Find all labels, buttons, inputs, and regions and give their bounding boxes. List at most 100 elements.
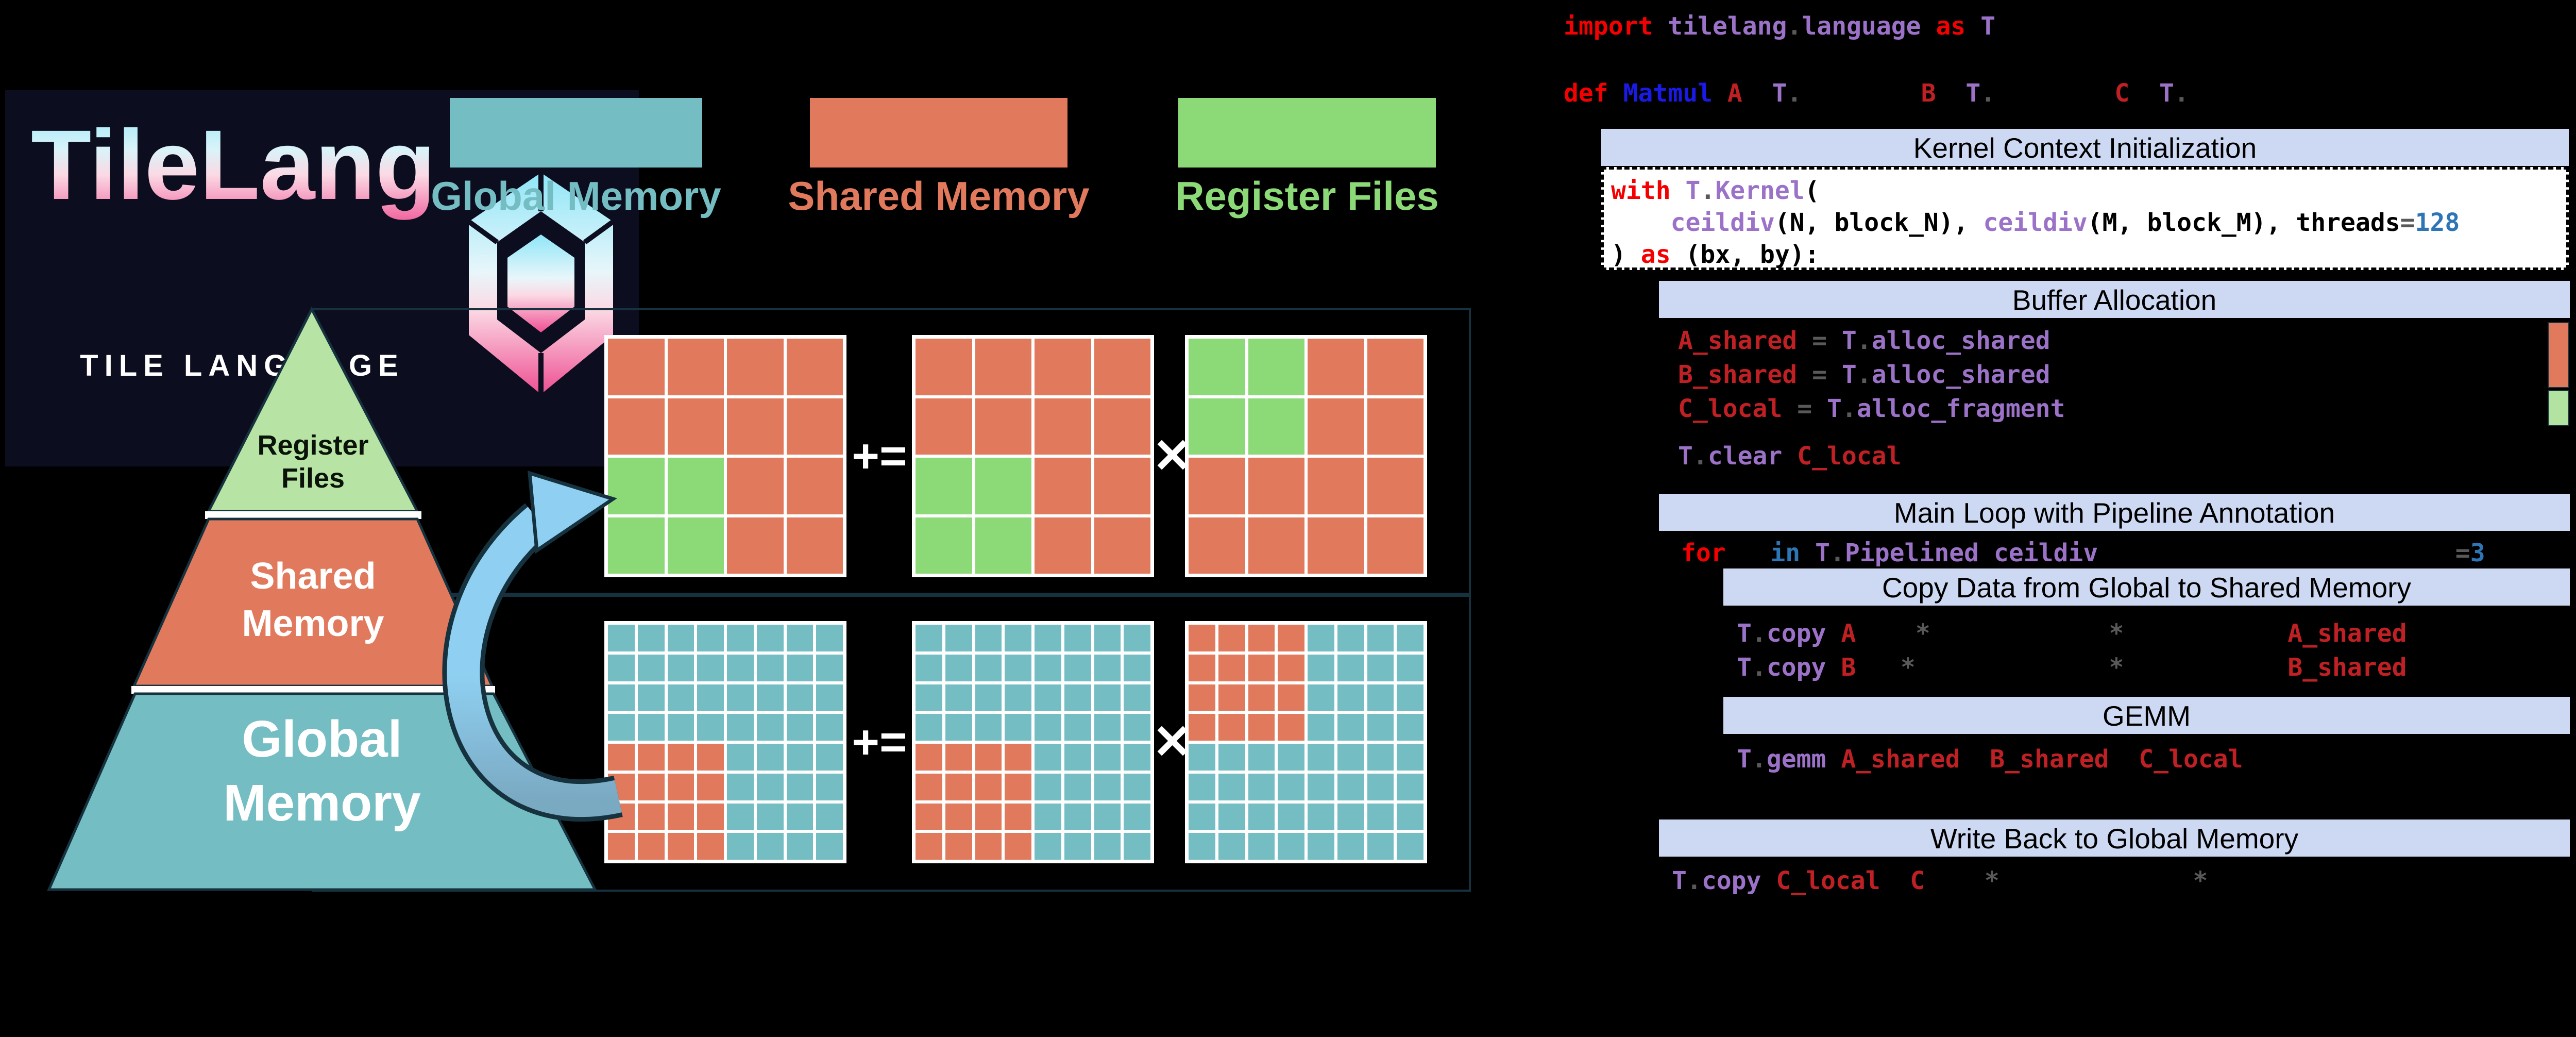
matrix-cell <box>1218 684 1245 711</box>
matrix-cell <box>637 684 665 711</box>
matrix-cell <box>975 517 1031 574</box>
section-header-kernel: Kernel Context Initialization <box>1601 129 2569 166</box>
matrix-cell <box>975 654 1002 681</box>
matrix-cell <box>1397 654 1423 681</box>
matrix-cell <box>1064 625 1091 651</box>
matrix-cell <box>1094 803 1121 830</box>
matrix-cell <box>1248 684 1275 711</box>
code-line-wb1: with T.Kernel( <box>1611 176 1820 205</box>
matrix-cell <box>1337 625 1364 651</box>
matrix-cell <box>756 684 784 711</box>
matrix-cell <box>727 654 754 681</box>
matrix-cell <box>1308 458 1364 514</box>
section-header-mainloop: Main Loop with Pipeline Annotation <box>1659 494 2570 531</box>
matrix-cell <box>727 684 754 711</box>
matrix-cell <box>1005 773 1031 800</box>
matrix-cell <box>697 684 724 711</box>
code-line-for: for k in T.Pipelined(ceildiv(K, block_K)… <box>1681 539 2515 567</box>
matrix-cell <box>1189 803 1215 830</box>
matrix-cell <box>1248 803 1275 830</box>
matrix-cell <box>916 339 972 395</box>
matrix-cell <box>667 714 694 741</box>
copy-loop-arrow <box>442 471 623 822</box>
matrix-cell <box>1005 714 1031 741</box>
matrix-cell <box>1189 625 1215 651</box>
matrix-cell <box>1248 833 1275 860</box>
logo-title: TileLang <box>31 101 459 229</box>
matrix-cell <box>1248 398 1304 455</box>
matrix-cell <box>916 517 972 574</box>
matrix-cell <box>916 398 972 455</box>
matrix-cell <box>1308 773 1334 800</box>
matrix-grid-bottom_a <box>912 621 1154 863</box>
matrix-cell <box>1367 744 1394 771</box>
matrix-cell <box>945 803 972 830</box>
matrix-cell <box>1248 773 1275 800</box>
matrix-cell <box>1094 398 1150 455</box>
matrix-cell <box>1005 744 1031 771</box>
matrix-cell <box>1367 833 1394 860</box>
matrix-cell <box>608 625 635 651</box>
matrix-cell <box>1308 339 1364 395</box>
matrix-cell <box>1094 714 1121 741</box>
matrix-cell <box>1308 684 1334 711</box>
matrix-cell <box>1308 833 1334 860</box>
matrix-cell <box>1005 625 1031 651</box>
matrix-cell <box>608 714 635 741</box>
matrix-cell <box>1337 833 1364 860</box>
matrix-cell <box>975 458 1031 514</box>
matrix-cell <box>1094 517 1150 574</box>
matrix-cell <box>916 684 942 711</box>
matrix-cell <box>1367 654 1394 681</box>
matrix-cell <box>816 833 843 860</box>
matrix-cell <box>667 458 724 514</box>
matrix-cell <box>945 714 972 741</box>
matrix-cell <box>1278 654 1304 681</box>
matrix-cell <box>608 654 635 681</box>
matrix-cell <box>975 803 1002 830</box>
matrix-cell <box>1278 714 1304 741</box>
matrix-cell <box>1189 398 1245 455</box>
matrix-cell <box>1189 684 1215 711</box>
matrix-cell <box>1397 803 1423 830</box>
matrix-cell <box>667 398 724 455</box>
matrix-cell <box>1005 833 1031 860</box>
section-header-buffer: Buffer Allocation <box>1659 281 2570 318</box>
section-header-gemm: GEMM <box>1723 697 2570 734</box>
matrix-cell <box>1189 339 1245 395</box>
matrix-cell <box>1308 714 1334 741</box>
code-line-alloc_a: A_shared = T.alloc_shared([block_M, bloc… <box>1678 326 2452 355</box>
code-line-clear: T.clear(C_local) <box>1678 442 1917 471</box>
matrix-cell <box>1035 803 1061 830</box>
matrix-cell <box>1124 773 1150 800</box>
matrix-cell <box>1035 714 1061 741</box>
matrix-cell <box>1189 773 1215 800</box>
memory-pyramid <box>47 306 623 891</box>
matrix-cell <box>945 625 972 651</box>
matrix-cell <box>1064 773 1091 800</box>
matrix-cell <box>1124 744 1150 771</box>
matrix-cell <box>697 625 724 651</box>
section-header-copydata: Copy Data from Global to Shared Memory <box>1723 568 2570 606</box>
matrix-cell <box>697 833 724 860</box>
matrix-cell <box>816 654 843 681</box>
matrix-cell <box>945 744 972 771</box>
matrix-cell <box>786 398 843 455</box>
code-line-wb2: ceildiv(N, block_N), ceildiv(M, block_M)… <box>1670 208 2460 237</box>
matrix-cell <box>727 803 754 830</box>
legend-swatch-1 <box>810 98 1067 168</box>
matrix-cell <box>1094 458 1150 514</box>
code-line-copy_c: T.copy(C_local, C[by * block_M, bx * blo… <box>1672 866 2357 895</box>
matrix-cell <box>1367 398 1423 455</box>
matrix-cell <box>637 803 665 830</box>
matrix-cell <box>1218 714 1245 741</box>
matrix-cell <box>1367 714 1394 741</box>
matrix-cell <box>1367 339 1423 395</box>
matrix-cell <box>1035 339 1091 395</box>
matrix-cell <box>1064 654 1091 681</box>
matrix-cell <box>756 833 784 860</box>
matrix-cell <box>727 339 784 395</box>
matrix-cell <box>1397 625 1423 651</box>
matrix-cell <box>1367 803 1394 830</box>
